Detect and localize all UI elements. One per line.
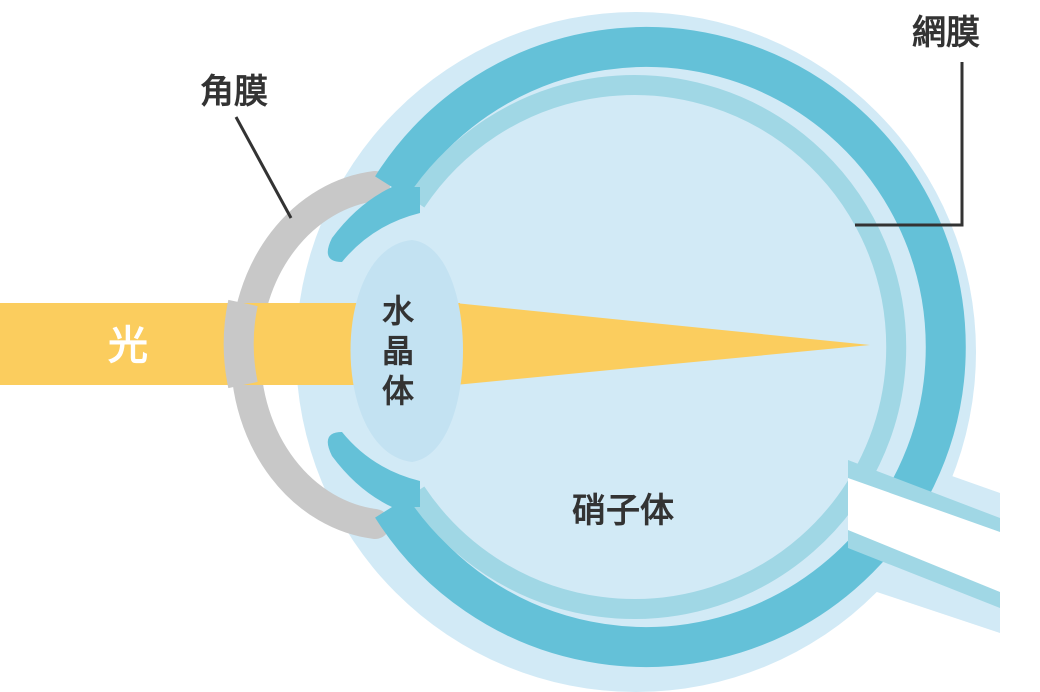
retina-band-light [407, 75, 907, 619]
lens-label-char-1: 水 [382, 292, 415, 330]
retina-label: 網膜 [912, 13, 980, 53]
vitreous-label: 硝子体 [572, 491, 674, 531]
cornea-leader-line [234, 116, 293, 219]
cornea-label: 角膜 [200, 72, 268, 112]
light-focus-wedge [455, 303, 870, 385]
cornea-front [223, 299, 258, 389]
lens-label-char-3: 体 [382, 372, 414, 410]
lens [350, 240, 463, 462]
optic-nerve-core [848, 478, 1000, 592]
retina-leader-line [855, 62, 964, 227]
iris-upper [327, 187, 420, 262]
iris-lower [327, 432, 420, 507]
lens-label-char-2: 晶 [382, 332, 414, 370]
retina-band-dark [375, 27, 966, 667]
light-label: 光 [108, 323, 148, 369]
